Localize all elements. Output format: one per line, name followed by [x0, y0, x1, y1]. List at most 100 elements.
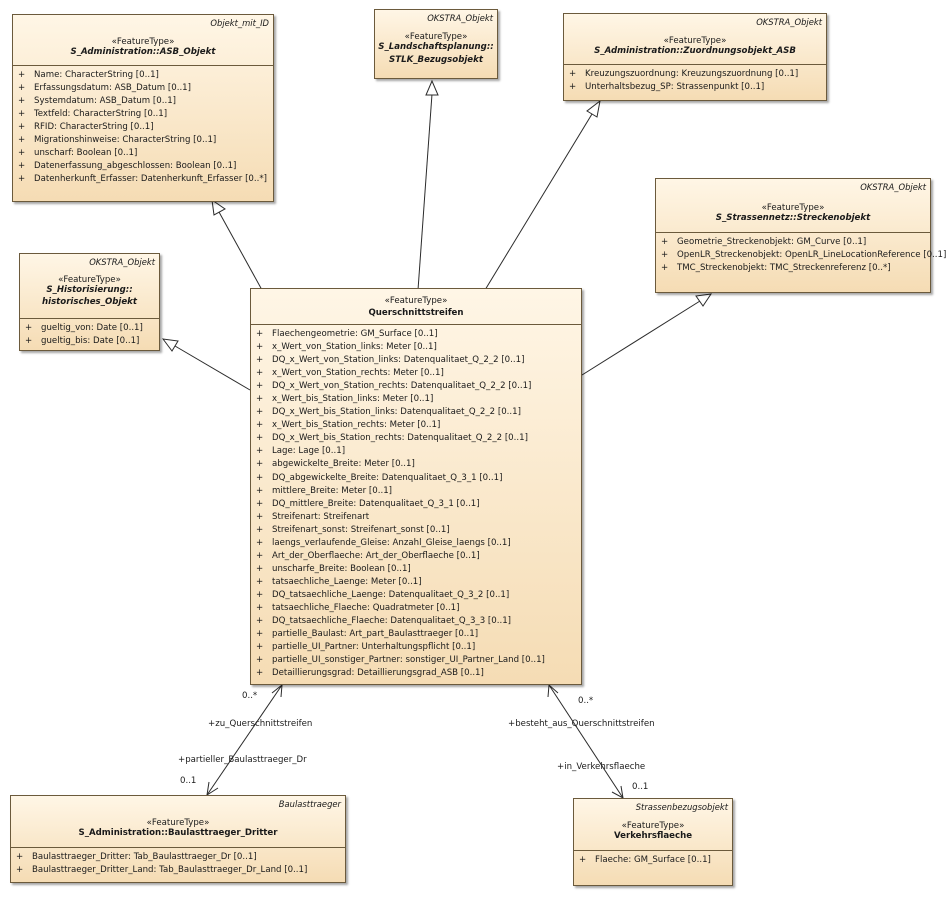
class-querschnittstreifen[interactable]: «FeatureType» Querschnittstreifen +Flaec…: [250, 288, 582, 685]
attribute-row: +Name: CharacterString [0..1]: [18, 70, 159, 80]
attribute-list: +gueltig_von: Date [0..1] +gueltig_bis: …: [20, 319, 159, 350]
attribute-row: +Streifenart: Streifenart: [256, 511, 370, 522]
attribute-row: +DQ_x_Wert_bis_Station_rechts: Datenqual…: [256, 433, 528, 444]
attribute-row: +Lage: Lage [0..1]: [256, 446, 346, 457]
generalization-line-streckenobjekt: [581, 300, 701, 376]
class-stlk-bezugsobjekt[interactable]: OKSTRA_Objekt «FeatureType» S_Landschaft…: [374, 9, 498, 79]
class-header: Strassenbezugsobjekt «FeatureType» Verke…: [574, 799, 732, 851]
class-header: OKSTRA_Objekt «FeatureType» S_Administra…: [564, 14, 826, 65]
attribute-row: +OpenLR_Streckenobjekt: OpenLR_LineLocat…: [661, 250, 946, 261]
attribute-row: +x_Wert_von_Station_rechts: Meter [0..1]: [256, 368, 444, 379]
attribute-row: +Geometrie_Streckenobjekt: GM_Curve [0..…: [661, 237, 867, 247]
association-line-verkehrsflaeche: [548, 684, 624, 799]
generalization-arrowhead-asb-objekt: [211, 198, 226, 216]
generalization-line-asb-objekt: [218, 211, 263, 291]
role-in-verkehrsflaeche: +in_Verkehrsflaeche: [557, 762, 646, 772]
generalization-line-historisch: [174, 345, 251, 391]
multiplicity-target-verkehr: 0..1: [632, 782, 649, 792]
attribute-row: +Flaechengeometrie: GM_Surface [0..1]: [256, 329, 438, 339]
attribute-row: +unscharfe_Breite: Boolean [0..1]: [256, 563, 411, 574]
multiplicity-source-verkehr: 0..*: [578, 696, 594, 706]
class-name: Verkehrsflaeche: [613, 831, 693, 841]
class-name: S_Administration::Zuordnungsobjekt_ASB: [594, 46, 796, 56]
class-header: Objekt_mit_ID «FeatureType» S_Administra…: [13, 15, 273, 66]
class-header: OKSTRA_Objekt «FeatureType» S_Historisie…: [20, 254, 159, 319]
generalization-arrowhead-historisch: [161, 338, 179, 352]
class-header: «FeatureType» Querschnittstreifen: [251, 289, 581, 325]
attribute-row: +x_Wert_bis_Station_links: Meter [0..1]: [256, 394, 434, 405]
attribute-row: +DQ_tatsaechliche_Flaeche: Datenqualitae…: [256, 616, 512, 627]
attribute-row: +DQ_abgewickelte_Breite: Datenqualitaet_…: [256, 472, 503, 483]
package-label: OKSTRA_Objekt: [427, 13, 493, 23]
class-header: OKSTRA_Objekt «FeatureType» S_Landschaft…: [375, 10, 497, 78]
package-label: Objekt_mit_ID: [210, 18, 269, 28]
attribute-row: +tatsaechliche_Laenge: Meter [0..1]: [256, 576, 422, 587]
class-header: OKSTRA_Objekt «FeatureType» S_Strassenne…: [656, 179, 930, 233]
class-name: Querschnittstreifen: [368, 308, 464, 318]
attribute-row: +tatsaechliche_Flaeche: Quadratmeter [0.…: [256, 602, 460, 613]
attribute-row: +Art_der_Oberflaeche: Art_der_Oberflaech…: [256, 550, 480, 561]
class-name-line-1: S_Historisierung::: [46, 285, 133, 295]
package-label: OKSTRA_Objekt: [756, 17, 822, 27]
class-name: S_Administration::ASB_Objekt: [70, 47, 216, 57]
attribute-row: +partielle_Baulast: Art_part_Baulasttrae…: [256, 629, 479, 640]
attribute-row: +x_Wert_bis_Station_rechts: Meter [0..1]: [256, 420, 441, 431]
attribute-row: +Textfeld: CharacterString [0..1]: [18, 109, 168, 120]
attribute-row: +Datenerfassung_abgeschlossen: Boolean […: [18, 161, 237, 172]
attribute-row: +Flaeche: GM_Surface [0..1]: [579, 855, 711, 865]
class-baulasttraeger-dritter[interactable]: Baulasttraeger «FeatureType» S_Administr…: [10, 795, 346, 883]
generalization-line-zuordnung: [484, 113, 593, 291]
attribute-row: +DQ_x_Wert_von_Station_rechts: Datenqual…: [256, 381, 532, 392]
attribute-row: +Streifenart_sonst: Streifenart_sonst [0…: [256, 524, 450, 535]
class-streckenobjekt[interactable]: OKSTRA_Objekt «FeatureType» S_Strassenne…: [655, 178, 946, 293]
stereotype-label: «FeatureType»: [146, 818, 210, 828]
attribute-row: +Baulasttraeger_Dritter_Land: Tab_Baulas…: [16, 865, 308, 876]
class-historisches-objekt[interactable]: OKSTRA_Objekt «FeatureType» S_Historisie…: [19, 253, 160, 351]
stereotype-label: «FeatureType»: [621, 821, 685, 831]
attribute-list: +Name: CharacterString [0..1] +Erfassung…: [13, 66, 273, 188]
attribute-row: +Detaillierungsgrad: Detaillierungsgrad_…: [256, 668, 484, 679]
attribute-list: +Flaeche: GM_Surface [0..1]: [574, 851, 732, 869]
multiplicity-source-baulast: 0..*: [242, 691, 258, 701]
package-label: OKSTRA_Objekt: [89, 257, 155, 267]
stereotype-label: «FeatureType»: [404, 32, 468, 42]
attribute-row: +DQ_x_Wert_von_Station_links: Datenquali…: [256, 355, 525, 366]
generalization-line-stlk: [417, 93, 433, 291]
class-name: S_Administration::Baulasttraeger_Dritter: [78, 828, 278, 838]
class-name: S_Strassennetz::Streckenobjekt: [715, 213, 871, 223]
attribute-row: +unscharf: Boolean [0..1]: [18, 148, 138, 159]
attribute-list: +Kreuzungszuordnung: Kreuzungszuordnung …: [564, 65, 826, 96]
attribute-row: +Baulasttraeger_Dritter: Tab_Baulasttrae…: [16, 852, 257, 862]
package-label: Strassenbezugsobjekt: [635, 802, 728, 812]
attribute-row: +TMC_Streckenobjekt: TMC_Streckenreferen…: [661, 263, 891, 274]
generalization-arrowhead-zuordnung: [586, 99, 601, 118]
stereotype-label: «FeatureType»: [761, 203, 825, 213]
class-asb-objekt[interactable]: Objekt_mit_ID «FeatureType» S_Administra…: [12, 14, 274, 202]
attribute-row: +Systemdatum: ASB_Datum [0..1]: [18, 96, 177, 107]
role-zu-querschnittstreifen: +zu_Querschnittstreifen: [208, 719, 313, 729]
attribute-list: +Flaechengeometrie: GM_Surface [0..1] +x…: [251, 325, 581, 682]
class-name-line-2: STLK_Bezugsobjekt: [389, 55, 483, 65]
association-arrowhead-source-baulast: [271, 683, 283, 698]
stereotype-label: «FeatureType»: [58, 275, 121, 285]
attribute-row: +Kreuzungszuordnung: Kreuzungszuordnung …: [569, 69, 799, 79]
generalization-arrowhead-streckenobjekt: [695, 293, 713, 307]
role-partieller-baulasttraeger: +partieller_Baulasttraeger_Dr: [178, 755, 307, 765]
stereotype-label: «FeatureType»: [663, 36, 727, 46]
attribute-row: +gueltig_von: Date [0..1]: [25, 323, 143, 333]
class-header: Baulasttraeger «FeatureType» S_Administr…: [11, 796, 345, 848]
attribute-row: +partielle_UI_Partner: Unterhaltungspfli…: [256, 642, 476, 653]
class-verkehrsflaeche[interactable]: Strassenbezugsobjekt «FeatureType» Verke…: [573, 798, 733, 886]
attribute-row: +Datenherkunft_Erfasser: Datenherkunft_E…: [18, 174, 267, 185]
attribute-row: +RFID: CharacterString [0..1]: [18, 122, 154, 133]
generalization-arrowhead-stlk: [425, 79, 439, 96]
package-label: OKSTRA_Objekt: [860, 182, 926, 192]
attribute-row: +Migrationshinweise: CharacterString [0.…: [18, 135, 217, 146]
class-zuordnungsobjekt-asb[interactable]: OKSTRA_Objekt «FeatureType» S_Administra…: [563, 13, 827, 101]
role-besteht-aus-querschnittstreifen: +besteht_aus_Querschnittstreifen: [508, 719, 655, 729]
attribute-list: +Geometrie_Streckenobjekt: GM_Curve [0..…: [656, 233, 946, 277]
attribute-row: +DQ_mittlere_Breite: Datenqualitaet_Q_3_…: [256, 498, 480, 509]
stereotype-label: «FeatureType»: [111, 37, 175, 47]
class-name-line-2: historisches_Objekt: [42, 297, 137, 307]
